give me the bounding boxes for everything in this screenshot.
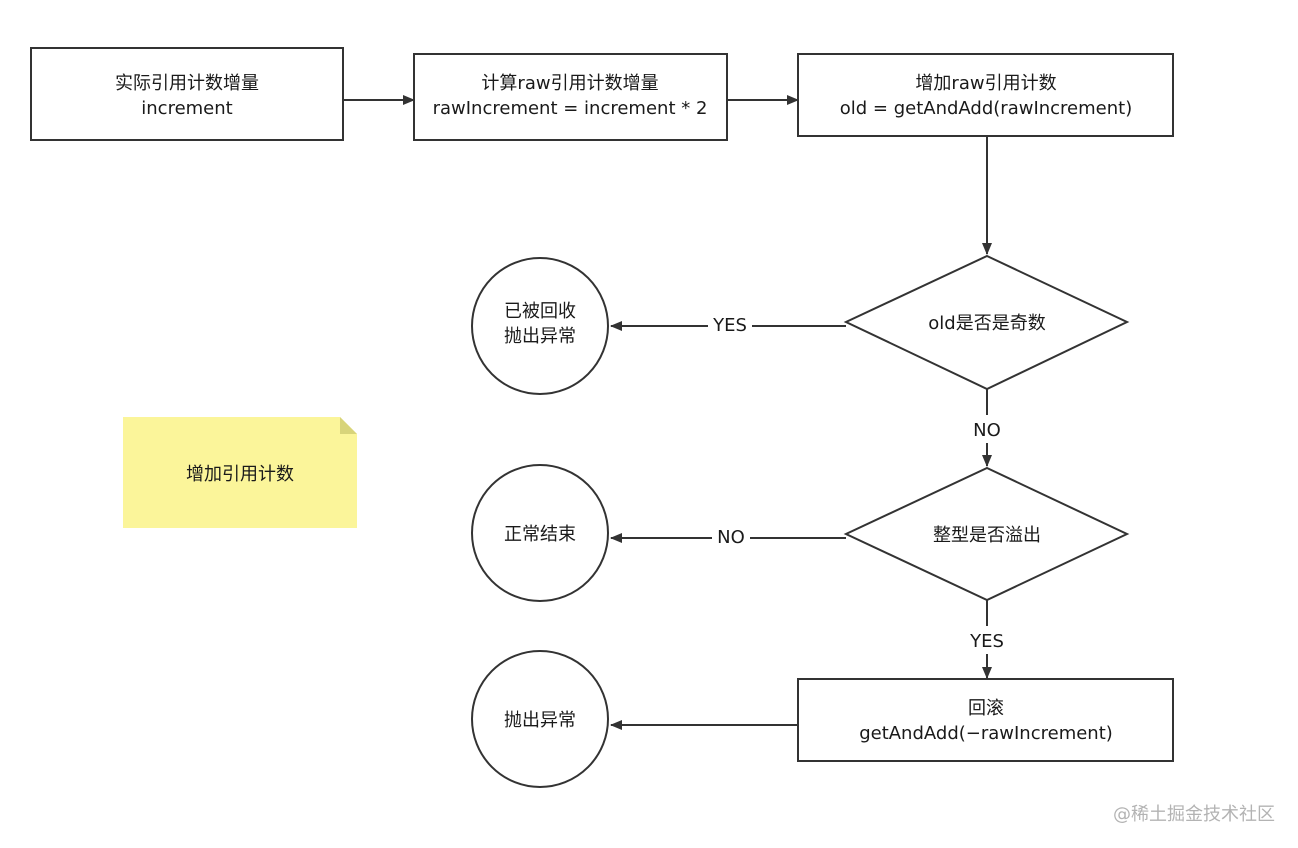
node-add-raw-line2: old = getAndAdd(rawIncrement): [840, 98, 1132, 119]
sticky-note-fold: [340, 417, 357, 434]
node-old-is-odd-diamond: [843, 254, 1130, 391]
sticky-note-body: [123, 417, 357, 528]
node-int-overflow-label: 整型是否溢出: [933, 525, 1041, 546]
node-add-raw-line1: 增加raw引用计数: [915, 73, 1056, 94]
node-rollback-line1: 回滚: [968, 698, 1004, 719]
edge-label-odd-yes: YES: [712, 315, 747, 336]
node-rollback-box: [797, 678, 1174, 762]
node-actual-increment-line1: 实际引用计数增量: [115, 73, 259, 94]
watermark: @稀土掘金技术社区: [1113, 804, 1275, 825]
node-recycled-throw-circle: [471, 257, 609, 395]
edge-label-overflow-no: NO: [717, 527, 745, 548]
node-normal-end-circle: [471, 464, 609, 602]
node-actual-increment-line2: increment: [141, 98, 232, 119]
node-throw-circle: [471, 650, 609, 788]
edge-label-odd-no: NO: [973, 420, 1001, 441]
node-recycled-throw-line1: 已被回收: [504, 301, 576, 322]
node-actual-increment-box: [30, 47, 344, 141]
node-old-is-odd-label: old是否是奇数: [928, 313, 1045, 334]
edge-label-overflow-yes: YES: [969, 631, 1004, 652]
node-rollback-line2: getAndAdd(−rawIncrement): [859, 723, 1113, 744]
sticky-note-text: 增加引用计数: [186, 464, 294, 485]
node-normal-end-label: 正常结束: [504, 524, 576, 545]
node-int-overflow-diamond: [843, 466, 1130, 602]
node-recycled-throw-line2: 抛出异常: [504, 326, 576, 347]
node-throw-label: 抛出异常: [504, 710, 576, 731]
node-compute-raw-line1: 计算raw引用计数增量: [481, 73, 658, 94]
node-add-raw-box: [797, 53, 1174, 137]
sticky-note: 增加引用计数: [123, 417, 357, 528]
node-compute-raw-box: [413, 53, 728, 141]
node-compute-raw-line2: rawIncrement = increment * 2: [433, 98, 708, 119]
